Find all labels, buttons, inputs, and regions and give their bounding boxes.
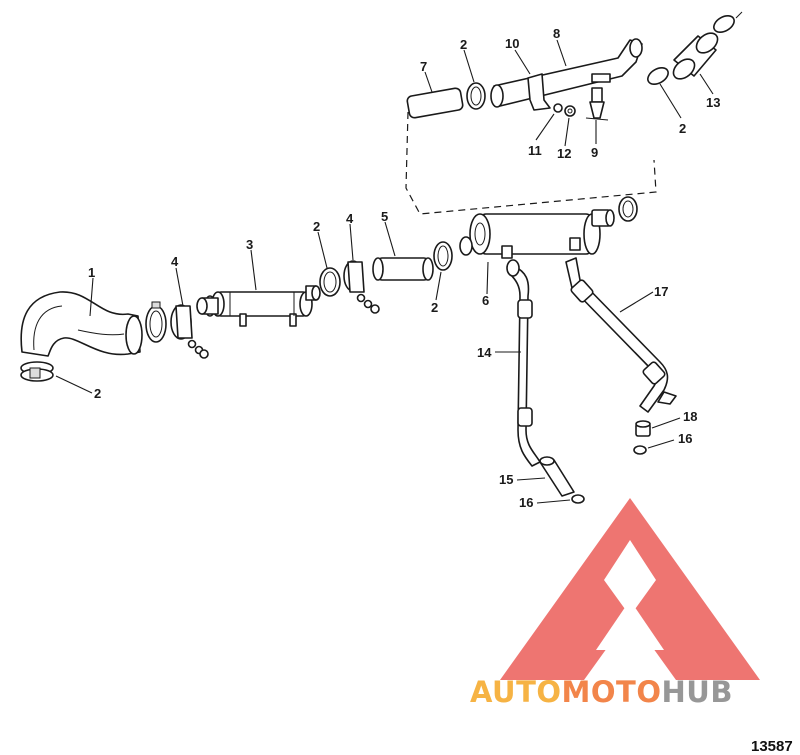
callout-2-middle: 2: [313, 219, 320, 234]
part-2-clamp-lower-left: [20, 361, 54, 382]
part-2-clamp-cooler: [618, 196, 638, 222]
callout-17: 17: [654, 284, 668, 299]
callout-1: 1: [88, 265, 95, 280]
watermark-hub: HUB: [662, 675, 733, 709]
logo-inner-triangle: [596, 600, 664, 650]
part-11-washer: [553, 103, 563, 113]
watermark-logo: AUTOMOTOHUB: [470, 498, 760, 709]
part-2-clamp-left: [145, 301, 167, 343]
callout-2-lower-left: 2: [94, 386, 101, 401]
callout-16-lower: 16: [519, 495, 533, 510]
callout-labels: 1 2 4 3 2 4 5 2 6 7 2 10 8 11 12 9 13 2 …: [88, 26, 720, 510]
part-12-nut: [564, 105, 576, 117]
part-2-clamp-upper: [466, 82, 486, 110]
part-5-hose: [372, 257, 434, 281]
watermark-auto: AUTO: [470, 675, 562, 709]
part-10-bracket: [527, 73, 551, 111]
callout-14: 14: [477, 345, 492, 360]
callout-13: 13: [706, 95, 720, 110]
logo-triangle-mark: [500, 498, 760, 680]
leader-lines: [55, 39, 714, 504]
callout-18: 18: [683, 409, 697, 424]
part-17-flex-hose: [565, 257, 677, 413]
callout-12: 12: [557, 146, 571, 161]
part-1-elbow-hose: [20, 291, 143, 357]
part-18-elbow-fitting: [635, 420, 651, 437]
part-7-hose: [406, 87, 464, 119]
part-9-drain-plug: [585, 87, 609, 121]
callout-16-upper: 16: [678, 431, 692, 446]
part-14-flex-hose: [506, 259, 541, 467]
callout-7: 7: [420, 59, 427, 74]
callout-3: 3: [246, 237, 253, 252]
dashed-assembly-boundary: [405, 111, 657, 215]
part-13-coupling-hose: [672, 32, 719, 80]
part-6-cooler: [459, 209, 615, 259]
callout-4-middle: 4: [346, 211, 354, 226]
part-2-clamp-middle: [319, 267, 341, 297]
callout-2-upper: 2: [460, 37, 467, 52]
callout-5: 5: [381, 209, 388, 224]
part-16-o-ring-lower: [571, 494, 585, 504]
part-2-clamp-right: [433, 241, 453, 271]
part-4-bracket-clamp-left: [170, 304, 209, 359]
part-3-water-tube: [196, 285, 321, 327]
figure-number: 13587: [751, 738, 793, 755]
watermark-text: AUTOMOTOHUB: [470, 675, 733, 709]
callout-2-upper-right: 2: [679, 121, 686, 136]
callout-9: 9: [591, 145, 598, 160]
part-4-bracket-clamp-middle: [343, 260, 380, 314]
callout-4-left: 4: [171, 254, 179, 269]
watermark-moto: MOTO: [562, 675, 662, 709]
part-16-o-ring-upper: [633, 445, 647, 455]
part-2-clamp-upper-right: [647, 11, 743, 85]
callout-2-right: 2: [431, 300, 438, 315]
callout-10: 10: [505, 36, 519, 51]
callout-6: 6: [482, 293, 489, 308]
part-15-fitting: [539, 456, 575, 497]
callout-11: 11: [528, 143, 542, 158]
callout-15: 15: [499, 472, 513, 487]
callout-8: 8: [553, 26, 560, 41]
